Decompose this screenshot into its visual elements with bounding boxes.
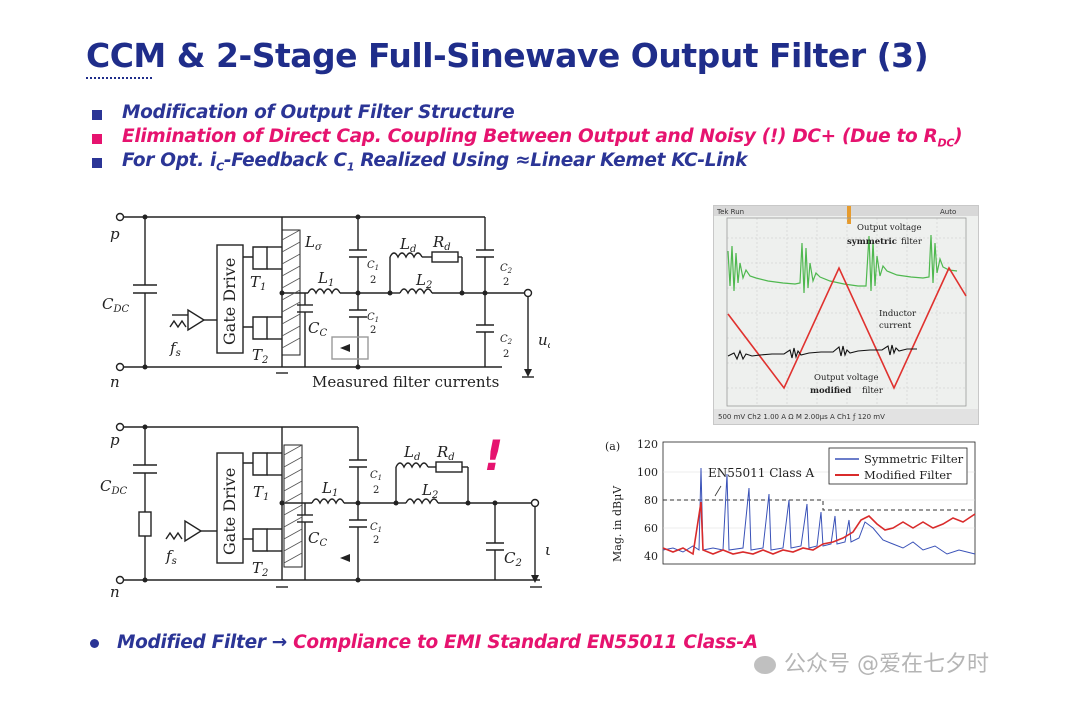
label-c2: C2	[504, 549, 522, 569]
label-sym-line3: filter	[901, 237, 923, 247]
label-cc: CC	[308, 529, 327, 549]
label-t1: T1	[250, 273, 266, 293]
bullet-text: Elimination of Direct Cap. Coupling Betw…	[122, 126, 963, 150]
label-sym-line1: Output voltage	[857, 223, 922, 233]
square-bullet-icon	[92, 110, 102, 120]
oscilloscope-capture: Tek Run Auto Output voltage symmetric fi…	[713, 205, 979, 425]
label-rd: Rd	[436, 443, 455, 463]
label-cdc: CDC	[100, 477, 128, 497]
label-l2: L2	[415, 271, 432, 291]
label-ld: Ld	[403, 443, 420, 463]
label-c1-half-upper: C1	[367, 260, 379, 272]
label-c1-half-lower-den: 2	[373, 535, 379, 546]
label-c2-half-upper: C2	[500, 263, 513, 275]
ytick-80: 80	[644, 494, 658, 507]
label-c2-half-lower-den: 2	[503, 349, 509, 360]
ytick-100: 100	[637, 466, 658, 479]
conclusion-part2: Compliance to EMI Standard EN55011 Class…	[293, 632, 758, 653]
label-ind-line2: current	[879, 321, 912, 331]
scope-footer: 500 mV Ch2 1.00 A Ω M 2.00µs A Ch1 ƒ 120…	[718, 413, 885, 421]
bullet-text-tail: -Feedback C	[223, 150, 347, 171]
watermark: 公众号 @爱在七夕时	[754, 646, 989, 678]
label-l2: L2	[421, 481, 438, 501]
limit-label: EN55011 Class A	[708, 466, 815, 480]
square-bullet-icon	[92, 158, 102, 168]
label-lsigma: Lσ	[304, 233, 323, 253]
label-t1: T1	[253, 483, 269, 503]
legend-box	[828, 447, 968, 485]
bullet-text: Modification of Output Filter Structure	[122, 102, 515, 123]
circuit-diagram-symmetric: p n CDC Gate Drive fs T1 T2 Lσ L1 CC Ld …	[102, 212, 550, 391]
exclamation-mark: !	[484, 431, 503, 480]
label-c2-half-lower: C2	[500, 334, 513, 346]
label-c2-half-upper-den: 2	[503, 277, 509, 288]
label-mod-line3: filter	[862, 386, 884, 396]
gate-drive-label: Gate Drive	[220, 258, 239, 345]
circle-bullet-icon	[90, 638, 99, 648]
bullet-text-tail: )	[954, 126, 963, 147]
ytick-120: 120	[637, 438, 658, 451]
bullet-subscript: 1	[346, 160, 355, 174]
label-c1-half-lower-den: 2	[370, 325, 376, 336]
bullet-subscript: DC	[937, 136, 955, 150]
label-p: p	[110, 431, 120, 449]
label-l1: L1	[321, 479, 338, 499]
label-c1-half-lower: C1	[370, 522, 382, 534]
label-c1-half-upper-den: 2	[370, 275, 376, 286]
bullet-subscript: C	[216, 160, 224, 174]
legend-symmetric: Symmetric Filter	[864, 452, 964, 466]
ytick-40: 40	[644, 550, 658, 563]
label-rd: Rd	[432, 233, 451, 253]
bullet-text: For Opt. iC-Feedback C1 Realized Using ≈…	[122, 150, 747, 174]
label-cdc: CDC	[102, 295, 130, 315]
scope-plot: Tek Run Auto Output voltage symmetric fi…	[714, 206, 978, 424]
label-c1-half-upper-den: 2	[373, 485, 379, 496]
scope-header-left: Tek Run	[716, 208, 744, 216]
slide-title: CCM & 2-Stage Full-Sinewave Output Filte…	[86, 36, 929, 75]
scope-header-right: Auto	[940, 208, 956, 216]
label-mod-line1: Output voltage	[814, 373, 879, 383]
label-n: n	[110, 373, 120, 391]
label-mod-line2: modified	[810, 386, 851, 396]
label-c1-half-lower: C1	[367, 312, 379, 324]
emi-spectrum-plot: (a) Mag. in dBμV 120 100 80 60 40 EN5501…	[603, 438, 981, 568]
label-fs: fs	[165, 547, 177, 567]
bullet-text-main: For Opt. i	[122, 150, 217, 171]
label-sym-line2: symmetric	[847, 237, 897, 247]
ytick-60: 60	[644, 522, 658, 535]
conclusion-line: Modified Filter → Compliance to EMI Stan…	[90, 632, 758, 653]
circuit-diagram-modified: p n CDC Gate Drive fs T1 T2 L1 CC Ld Rd …	[100, 422, 550, 601]
spectrum-tag: (a)	[605, 440, 620, 453]
conclusion-part1: Modified Filter →	[117, 632, 287, 653]
wechat-icon	[754, 656, 776, 674]
bullet-text-main: Elimination of Direct Cap. Coupling Betw…	[122, 126, 938, 147]
watermark-text: 公众号 @爱在七夕时	[784, 652, 989, 677]
label-ua: ua	[545, 541, 550, 561]
measured-currents-label: Measured filter currents	[312, 373, 499, 391]
label-c1-half-upper: C1	[370, 470, 382, 482]
spectrum-svg: (a) Mag. in dBμV 120 100 80 60 40 EN5501…	[605, 438, 976, 565]
label-ind-line1: Inductor	[879, 309, 917, 319]
label-n: n	[110, 583, 120, 601]
title-underline	[86, 77, 152, 79]
label-l1: L1	[317, 269, 334, 289]
label-cc: CC	[308, 319, 327, 339]
label-ld: Ld	[399, 235, 416, 255]
bullet-text-tail: Realized Using ≈Linear Kemet KC-Link	[354, 150, 748, 171]
legend-modified: Modified Filter	[864, 468, 952, 482]
label-p: p	[110, 225, 120, 243]
gate-drive-label: Gate Drive	[220, 468, 239, 555]
label-ua: ua	[538, 331, 550, 351]
spectrum-ylabel: Mag. in dBμV	[611, 485, 624, 562]
square-bullet-icon	[92, 134, 102, 144]
label-fs: fs	[169, 339, 181, 359]
label-t2: T2	[252, 346, 268, 366]
label-t2: T2	[252, 559, 268, 579]
